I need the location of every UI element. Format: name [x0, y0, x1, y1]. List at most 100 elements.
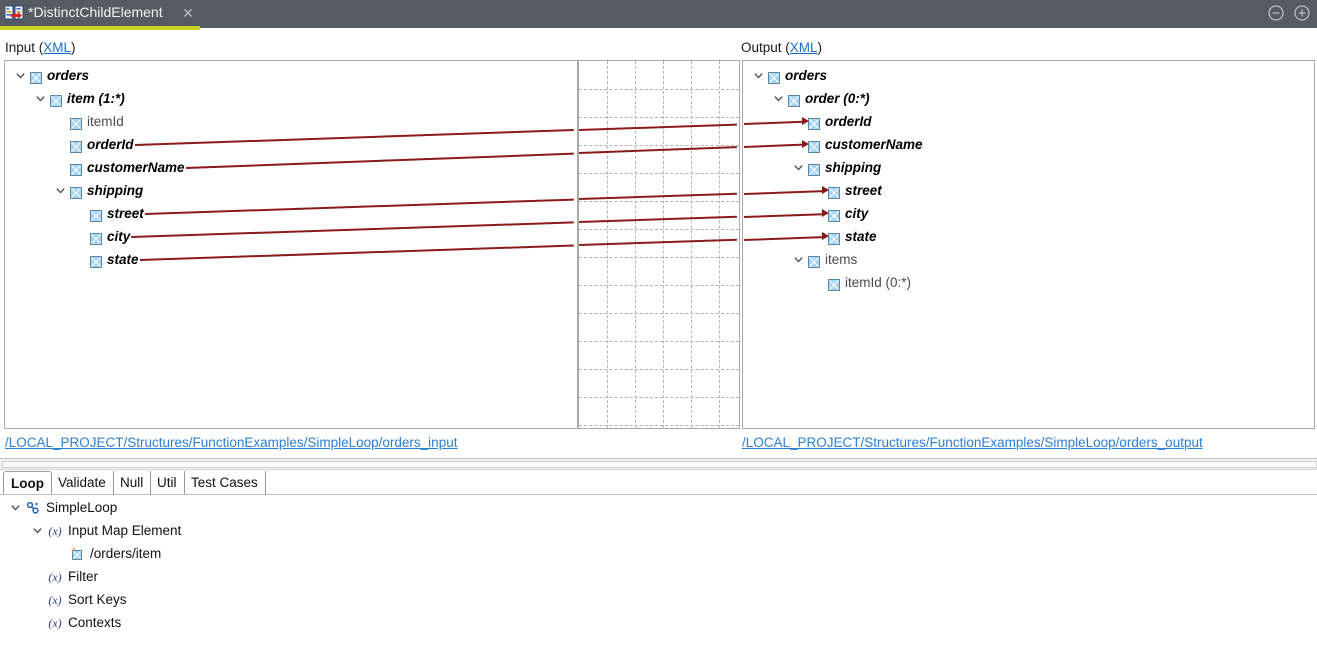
bottom-tab-validate[interactable]: Validate	[51, 471, 114, 494]
tree-spacer	[813, 231, 826, 244]
loop-tree-node-contexts[interactable]: (x)Contexts	[32, 612, 121, 634]
loop-tree-node-input-map-element[interactable]: (x)Input Map Element	[32, 520, 181, 542]
grid-line-horizontal	[579, 341, 739, 342]
output-xml-link[interactable]: XML	[789, 40, 818, 55]
element-checkbox-icon[interactable]	[70, 162, 82, 176]
tree-node-orders[interactable]: orders	[15, 66, 89, 86]
bottom-tab-loop[interactable]: Loop	[3, 471, 52, 494]
tree-node-city[interactable]: city	[75, 227, 130, 247]
editor-tab-distinctchildelement[interactable]	[0, 0, 200, 28]
tree-node-items[interactable]: items	[793, 250, 857, 270]
tree-node-order-0[interactable]: order (0:*)	[770, 89, 877, 111]
element-checkbox-icon[interactable]	[808, 254, 820, 268]
tree-node-item-1[interactable]: item (1:*)	[35, 89, 125, 109]
tree-node-label: shipping	[87, 183, 144, 198]
tree-node-label: orders	[47, 68, 90, 83]
loop-detail-tree[interactable]: SimpleLoop(x)Input Map Element/orders/it…	[0, 497, 1317, 647]
grid-line-horizontal	[579, 145, 739, 146]
tree-node-label: city	[107, 229, 131, 244]
element-checkbox-icon[interactable]	[90, 254, 102, 268]
tree-spacer	[813, 277, 826, 290]
output-tree-panel[interactable]: orders order (0:*) orderId customerName ship…	[742, 60, 1315, 429]
input-caption-suffix: )	[71, 40, 76, 55]
element-checkbox-icon[interactable]	[788, 93, 800, 107]
loop-tree-node-sort-keys[interactable]: (x)Sort Keys	[32, 589, 126, 611]
tree-node-street[interactable]: street	[813, 181, 882, 201]
tree-node-label: orderId	[825, 114, 872, 129]
tree-spacer	[32, 571, 45, 584]
loop-tree-node-filter[interactable]: (x) Filter	[32, 566, 98, 588]
chevron-down-icon[interactable]	[793, 162, 806, 175]
loop-tree-node-simpleloop[interactable]: SimpleLoop	[10, 497, 117, 519]
element-checkbox-icon[interactable]	[828, 185, 840, 199]
grid-line-horizontal	[579, 397, 739, 398]
tree-node-orderid[interactable]: orderId	[793, 112, 872, 132]
tree-node-state[interactable]: state	[813, 227, 877, 247]
tree-node-label: items	[825, 252, 858, 267]
chevron-down-icon[interactable]	[15, 70, 28, 83]
function-fx-icon: (x)	[47, 569, 63, 585]
input-path-link[interactable]: /LOCAL_PROJECT/Structures/FunctionExampl…	[5, 435, 458, 450]
svg-text:(x): (x)	[48, 570, 61, 584]
output-caption: Output (XML)	[741, 40, 822, 55]
horizontal-splitter[interactable]	[0, 458, 1317, 470]
tree-node-orders[interactable]: orders	[753, 66, 827, 86]
tree-node-street[interactable]: street	[75, 204, 144, 224]
window-buttons	[1267, 4, 1311, 22]
close-icon[interactable]: ✕	[182, 5, 194, 21]
input-xml-link[interactable]: XML	[43, 40, 72, 55]
element-checkbox-icon[interactable]	[808, 116, 820, 130]
loop-tree-node-orders-item[interactable]: /orders/item	[54, 543, 161, 565]
chevron-down-icon[interactable]	[32, 525, 45, 538]
window-titlebar: *DistinctChildElement ✕	[0, 0, 1317, 30]
element-checkbox-icon[interactable]	[808, 162, 820, 176]
element-checkbox-icon[interactable]	[70, 185, 82, 199]
tree-node-shipping[interactable]: shipping	[55, 181, 143, 201]
loop-tree-node-label: Filter	[68, 569, 98, 584]
tree-node-customername[interactable]: customerName	[55, 158, 185, 178]
chevron-down-icon[interactable]	[773, 93, 786, 106]
chevron-down-icon[interactable]	[55, 185, 68, 198]
tree-node-itemid-0[interactable]: itemId (0:*)	[813, 273, 911, 293]
tree-node-orderid[interactable]: orderId	[55, 135, 134, 155]
splitter-grip	[2, 461, 1317, 468]
tree-node-city[interactable]: city	[813, 204, 868, 224]
tree-spacer	[32, 617, 45, 630]
bottom-tab-test-cases[interactable]: Test Cases	[184, 471, 266, 494]
maximize-icon[interactable]	[1293, 4, 1311, 22]
input-tree-panel[interactable]: orders item (1:*) itemId orderId customerNam…	[4, 60, 578, 429]
output-path-link[interactable]: /LOCAL_PROJECT/Structures/FunctionExampl…	[742, 435, 1203, 450]
chevron-down-icon[interactable]	[753, 70, 766, 83]
tree-node-label: state	[107, 252, 139, 267]
element-checkbox-icon[interactable]	[828, 208, 840, 222]
grid-line-horizontal	[579, 425, 739, 426]
tree-node-state[interactable]: state	[75, 250, 139, 270]
loop-tree-node-label: /orders/item	[90, 546, 162, 561]
tree-node-customername[interactable]: customerName	[793, 135, 923, 155]
mapping-grid-panel[interactable]	[578, 60, 740, 429]
element-checkbox-icon[interactable]	[828, 231, 840, 245]
element-checkbox-icon[interactable]	[90, 231, 102, 245]
element-checkbox-icon[interactable]	[70, 139, 82, 153]
bottom-tab-null[interactable]: Null	[113, 471, 152, 494]
element-checkbox-icon[interactable]	[30, 70, 42, 84]
element-checkbox-icon[interactable]	[808, 139, 820, 153]
element-checkbox-icon[interactable]	[768, 70, 780, 84]
chevron-down-icon[interactable]	[793, 254, 806, 267]
chevron-down-icon[interactable]	[35, 93, 48, 106]
tree-spacer	[793, 139, 806, 152]
element-checkbox-icon[interactable]	[50, 93, 62, 107]
bottom-tab-util[interactable]: Util	[150, 471, 185, 494]
tree-node-itemid[interactable]: itemId	[55, 112, 124, 132]
element-checkbox-icon[interactable]	[90, 208, 102, 222]
tree-node-shipping[interactable]: shipping	[793, 158, 881, 178]
element-checkbox-icon[interactable]	[70, 116, 82, 130]
editor-tab-label: *DistinctChildElement	[28, 4, 163, 20]
tree-node-label: customerName	[825, 137, 923, 152]
tree-node-label: city	[845, 206, 869, 221]
tree-node-label: itemId	[87, 114, 124, 129]
element-checkbox-icon[interactable]	[828, 277, 840, 291]
minimize-icon[interactable]	[1267, 4, 1285, 22]
chevron-down-icon[interactable]	[10, 502, 23, 515]
